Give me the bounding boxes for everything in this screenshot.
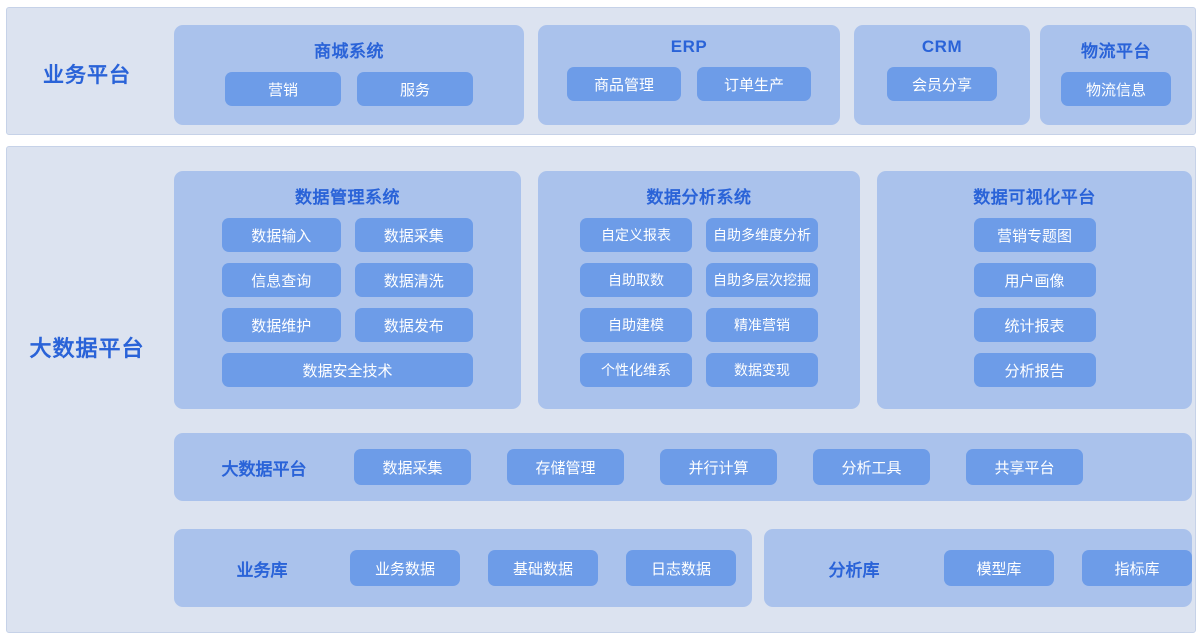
row-label-bigdata-platform: 大数据平台 [221, 459, 307, 479]
tile-personalized-maintenance[interactable]: 个性化维系 [580, 353, 692, 387]
tile-data-publishing[interactable]: 数据发布 [354, 308, 473, 342]
tile-marketing[interactable]: 营销 [225, 72, 341, 106]
panel-logistics-platform[interactable]: 物流平台 物流信息 [1040, 25, 1192, 125]
section-business-platform: 业务平台 商城系统 营销 服务 ERP 商品管理 订单生产 CRM 会员分享 [6, 7, 1196, 135]
tile-data-monetization[interactable]: 数据变现 [706, 353, 818, 387]
tile-service[interactable]: 服务 [357, 72, 473, 106]
panel-title-data-management-system: 数据管理系统 [295, 188, 400, 207]
tile-row: 会员分享 [854, 67, 1030, 101]
panel-crm[interactable]: CRM 会员分享 [854, 25, 1030, 125]
tile-data-collection-bdp[interactable]: 数据采集 [354, 449, 471, 485]
tile-data-collection[interactable]: 数据采集 [354, 218, 473, 252]
panel-title-crm: CRM [921, 37, 963, 56]
tile-grid: 营销专题图 用户画像 统计报表 分析报告 [877, 218, 1192, 387]
tile-self-service-data-fetch[interactable]: 自助取数 [580, 263, 692, 297]
panel-data-management-system[interactable]: 数据管理系统 数据输入 数据采集 信息查询 数据清洗 数据维护 数据发布 数据安… [174, 171, 521, 409]
tile-storage-management[interactable]: 存储管理 [507, 449, 624, 485]
panel-business-library[interactable]: 业务库 业务数据 基础数据 日志数据 [174, 529, 752, 607]
panel-mall-system[interactable]: 商城系统 营销 服务 [174, 25, 524, 125]
tile-parallel-computing[interactable]: 并行计算 [660, 449, 777, 485]
tile-info-query[interactable]: 信息查询 [222, 263, 341, 297]
tile-row: 营销 服务 [174, 72, 524, 106]
tile-grid: 数据输入 数据采集 信息查询 数据清洗 数据维护 数据发布 数据安全技术 [174, 218, 521, 387]
tile-data-security-technology[interactable]: 数据安全技术 [222, 353, 473, 387]
tile-custom-report[interactable]: 自定义报表 [580, 218, 692, 252]
tile-indicator-library[interactable]: 指标库 [1082, 550, 1192, 586]
tile-basic-data[interactable]: 基础数据 [488, 550, 598, 586]
tile-row: 物流信息 [1040, 72, 1192, 106]
tile-member-sharing[interactable]: 会员分享 [887, 67, 997, 101]
row-label-analysis-library: 分析库 [828, 560, 880, 580]
tile-statistical-report[interactable]: 统计报表 [973, 308, 1096, 342]
tile-logistics-info[interactable]: 物流信息 [1061, 72, 1171, 106]
section-bigdata-platform: 大数据平台 数据管理系统 数据输入 数据采集 信息查询 数据清洗 数据维护 数据… [6, 146, 1196, 633]
tile-data-input[interactable]: 数据输入 [222, 218, 341, 252]
tile-self-service-multidim-analysis[interactable]: 自助多维度分析 [706, 218, 818, 252]
tile-row: 商品管理 订单生产 [538, 67, 840, 101]
panel-bigdata-platform-row[interactable]: 大数据平台 数据采集 存储管理 并行计算 分析工具 共享平台 [174, 433, 1192, 501]
section-label-bigdata: 大数据平台 [29, 336, 145, 361]
panel-title-data-visualization-platform: 数据可视化平台 [973, 188, 1096, 207]
tile-self-service-modeling[interactable]: 自助建模 [580, 308, 692, 342]
tile-product-management[interactable]: 商品管理 [567, 67, 681, 101]
section-label-business: 业务平台 [43, 64, 131, 87]
tile-user-profile[interactable]: 用户画像 [973, 263, 1096, 297]
tile-sharing-platform[interactable]: 共享平台 [966, 449, 1083, 485]
panel-title-logistics-platform: 物流平台 [1081, 42, 1151, 61]
tile-self-service-multilayer-mining[interactable]: 自助多层次挖掘 [706, 263, 818, 297]
tile-order-production[interactable]: 订单生产 [697, 67, 811, 101]
tile-business-data[interactable]: 业务数据 [350, 550, 460, 586]
tile-data-cleaning[interactable]: 数据清洗 [354, 263, 473, 297]
tile-model-library[interactable]: 模型库 [944, 550, 1054, 586]
panel-data-analysis-system[interactable]: 数据分析系统 自定义报表 自助多维度分析 自助取数 自助多层次挖掘 自助建模 精… [538, 171, 860, 409]
tile-row: 业务数据 基础数据 日志数据 [350, 550, 752, 586]
panel-title-mall-system: 商城系统 [314, 42, 384, 61]
tile-log-data[interactable]: 日志数据 [626, 550, 736, 586]
tile-analysis-tools[interactable]: 分析工具 [813, 449, 930, 485]
tile-data-maintenance[interactable]: 数据维护 [222, 308, 341, 342]
tile-row: 数据采集 存储管理 并行计算 分析工具 共享平台 [354, 449, 1192, 485]
tile-marketing-thematic-map[interactable]: 营销专题图 [973, 218, 1096, 252]
tile-precision-marketing[interactable]: 精准营销 [706, 308, 818, 342]
panel-erp[interactable]: ERP 商品管理 订单生产 [538, 25, 840, 125]
panel-title-erp: ERP [670, 37, 708, 56]
tile-analysis-report[interactable]: 分析报告 [973, 353, 1096, 387]
row-label-business-library: 业务库 [236, 560, 288, 580]
panel-title-data-analysis-system: 数据分析系统 [646, 188, 752, 207]
panel-data-visualization-platform[interactable]: 数据可视化平台 营销专题图 用户画像 统计报表 分析报告 [877, 171, 1192, 409]
panel-analysis-library[interactable]: 分析库 模型库 指标库 [764, 529, 1192, 607]
tile-grid: 自定义报表 自助多维度分析 自助取数 自助多层次挖掘 自助建模 精准营销 个性化… [538, 218, 860, 387]
tile-row: 模型库 指标库 [944, 550, 1192, 586]
